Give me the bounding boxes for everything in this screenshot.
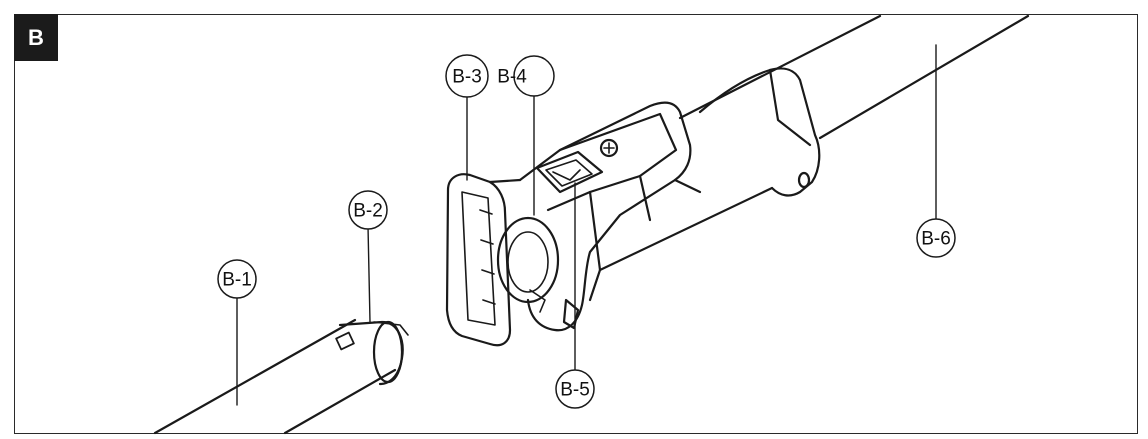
callout-leaders: [236, 44, 937, 406]
callout-b5-label: B-5: [560, 380, 590, 401]
callout-b4-circle: [513, 55, 555, 97]
lower-shaft-tube: [153, 318, 409, 435]
callout-b1-circle: [217, 259, 257, 299]
callout-b6-circle: [916, 218, 956, 258]
section-badge: B: [14, 14, 58, 61]
callout-b2-label: B-2: [353, 201, 383, 222]
callout-b3-circle: [445, 54, 489, 98]
callout-b2-circle: [348, 190, 388, 230]
callout-b5-circle: [555, 369, 595, 409]
callout-b1-label: B-1: [222, 270, 252, 291]
upper-shaft-tube: [678, 14, 1030, 140]
shaft-collar: [598, 67, 821, 272]
coupling-housing: [496, 101, 702, 332]
callout-b3-label: B-3: [452, 67, 482, 88]
diagram-frame: [14, 14, 1138, 434]
callout-b4-label: B-4: [497, 67, 527, 88]
callout-b6-label: B-6: [921, 229, 951, 250]
clamp-bracket: [445, 173, 522, 347]
